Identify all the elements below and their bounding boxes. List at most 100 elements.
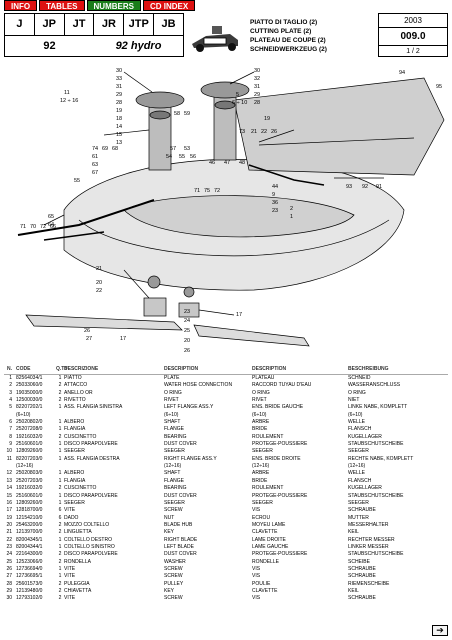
cell-beschreibung: STAUBSCHUTSCHEIBE [348,551,404,558]
cell-descrizione: CUSCINETTO [64,485,97,492]
cell-description-fr: VIS [252,573,261,580]
cell-qty: 6 [58,507,62,514]
cell-beschreibung: SEEGER [348,448,369,455]
cell-qty: 6 [58,514,62,521]
model-code: JTP [124,14,155,35]
cell-code: 82004345/1 [16,536,43,543]
cell-descrizione: RIVETTO [64,397,86,404]
cell-beschreibung: WELLE [348,470,365,477]
cell-qty: 1 [58,543,62,550]
nav-info-button[interactable]: INFO [4,0,38,11]
cell-code: 25207203/0 [16,477,43,484]
cell-code: 25160601/0 [16,441,43,448]
cell-descrizione: ALBERO [64,419,85,426]
cell-description-en: FLANGE [164,426,185,433]
cell-description-fr: ECROU [252,514,271,521]
cell-beschreibung: KEIL [348,529,359,536]
svg-text:63: 63 [92,162,98,168]
cell-qty: 2 [58,529,62,536]
cell-description-fr: SEEGER [252,448,273,455]
cell-descrizione: DISCO PARAPOLVERE [64,492,118,499]
cell-code: 12809260/0 [16,448,43,455]
cell-description-en: PLATE [164,375,180,381]
cell-number: 4 [9,397,12,404]
svg-text:92: 92 [362,184,368,190]
svg-text:1: 1 [290,214,293,220]
cell-description-fr: RIVET [252,397,267,404]
svg-text:11: 11 [64,90,70,96]
svg-text:36: 36 [272,200,278,206]
cell-description-fr: VIS [252,507,261,514]
svg-text:2: 2 [290,206,293,212]
svg-text:71: 71 [20,224,26,230]
cell-qty: 1 [58,470,62,477]
cell-description-en: DUST COVER [164,441,197,448]
cell-beschreibung: RECHTER MESSER [348,536,395,543]
cell-code: 25463200/0 [16,521,43,528]
svg-text:19: 19 [116,108,122,114]
nav-cd-index-button[interactable]: CD INDEX [142,0,196,11]
svg-text:20: 20 [184,338,190,344]
cell-descrizione: VITE [64,565,76,572]
cell-beschreibung: NIET [348,397,360,404]
cell-qty: 1 [58,455,62,462]
cell-description-en: SCREW [164,595,183,602]
svg-text:30: 30 [116,68,122,74]
parts-table: N. CODE Q.TY DESCRIZIONE DESCRIPTION DES… [4,364,448,603]
cell-description-fr: ENS. BRIDE DROITE [252,455,301,462]
svg-text:58: 58 [174,111,180,117]
cell-qty: 1 [58,477,62,484]
cell-description-fr: ROULEMENT [252,485,284,492]
svg-text:61: 61 [92,154,98,160]
cell-description-fr: LAME DROITE [252,536,286,543]
cell-qty: 1 [58,448,62,455]
cell-descrizione: VITE [64,573,76,580]
next-page-button[interactable]: ➔ [432,625,448,636]
model-code: JB [161,18,176,30]
cell-beschreibung: RIEMENSCHEIBE [348,580,390,587]
cell-beschreibung: FLANSCH [348,426,372,433]
svg-text:32: 32 [254,76,260,82]
cell-descrizione: ASS. FLANGIA DESTRA [64,455,120,462]
svg-text:19: 19 [264,116,270,122]
svg-text:59: 59 [184,111,190,117]
code-year: 2003 [379,14,447,28]
cell-code: 82564034/1 [16,375,43,381]
cell-qty: 1 [58,441,62,448]
nav-numbers-button[interactable]: NUMBERS [86,0,141,11]
cell-code: 12736695/1 [16,573,43,580]
cell-descrizione: DADO [64,514,79,521]
cell-description-en: WASHER [164,558,186,565]
svg-text:55: 55 [179,154,185,160]
cell-description-en: SEEGER [164,499,185,506]
title-en: CUTTING PLATE (2) [250,28,312,35]
cell-number: 28 [6,580,12,587]
cell-number: 17 [6,507,12,514]
cell-description-fr: ARBRE [252,419,270,426]
svg-text:22: 22 [96,288,102,294]
svg-text:23: 23 [272,208,278,214]
nav-tables-button[interactable]: TABLES [39,0,85,11]
cell-description-fr: PROTEGE-POUSSIERE [252,441,308,448]
model-code: JP [35,14,65,35]
cell-description-en: FLANGE [164,477,185,484]
cell-description-en: BEARING [164,485,187,492]
cell-number: 20 [6,521,12,528]
cell-description-fr: ARBRE [252,470,270,477]
cell-code: 25601573/0 [16,580,43,587]
code-box: 2003 009.0 1 / 2 [378,13,448,57]
header-descrizione: DESCRIZIONE [64,366,99,372]
cell-description-fr: ENS. BRIDE GAUCHE [252,404,304,411]
